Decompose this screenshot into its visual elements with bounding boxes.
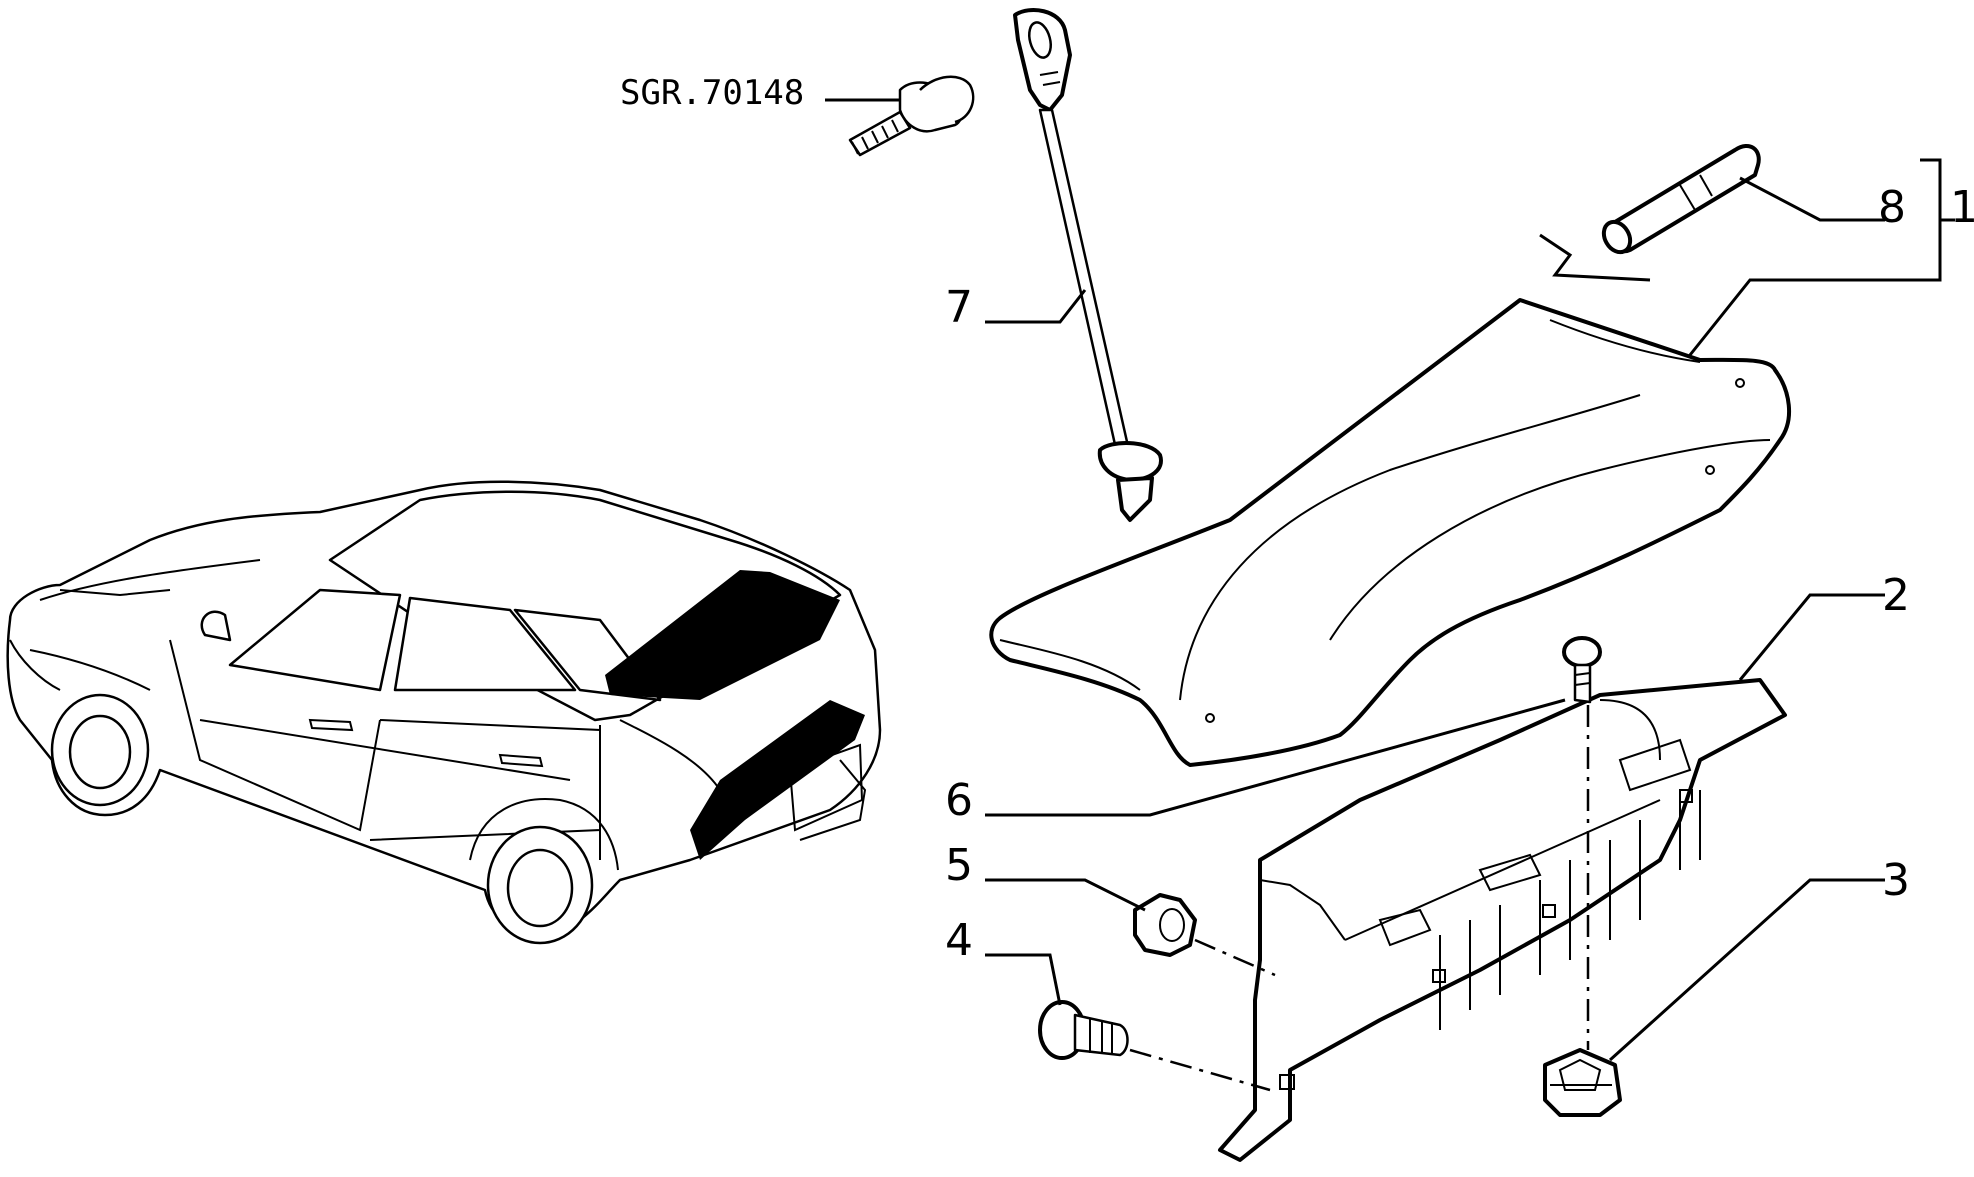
- callout-6: 6: [945, 775, 973, 826]
- support-strap: [1013, 8, 1163, 522]
- callout-3: 3: [1882, 855, 1910, 906]
- parcel-shelf-panel: [989, 233, 1792, 767]
- callout-4: 4: [945, 915, 973, 966]
- grommet-nut: [1133, 893, 1197, 957]
- leader-lines: [825, 98, 1955, 1092]
- callout-8: 8: [1878, 182, 1906, 233]
- clip-nut: [1543, 1048, 1622, 1117]
- reference-code-label: SGR.70148: [620, 73, 804, 113]
- car-illustration: [6, 480, 882, 945]
- bolt: [1038, 1000, 1129, 1060]
- callout-2: 2: [1882, 570, 1910, 621]
- sgr-fastener: [848, 75, 975, 157]
- tube-pin: [1601, 144, 1761, 255]
- trim-panel: [1218, 678, 1787, 1162]
- callout-1: 1: [1950, 182, 1974, 233]
- callout-5: 5: [945, 840, 973, 891]
- callout-7: 7: [945, 282, 973, 333]
- screw: [1562, 636, 1602, 704]
